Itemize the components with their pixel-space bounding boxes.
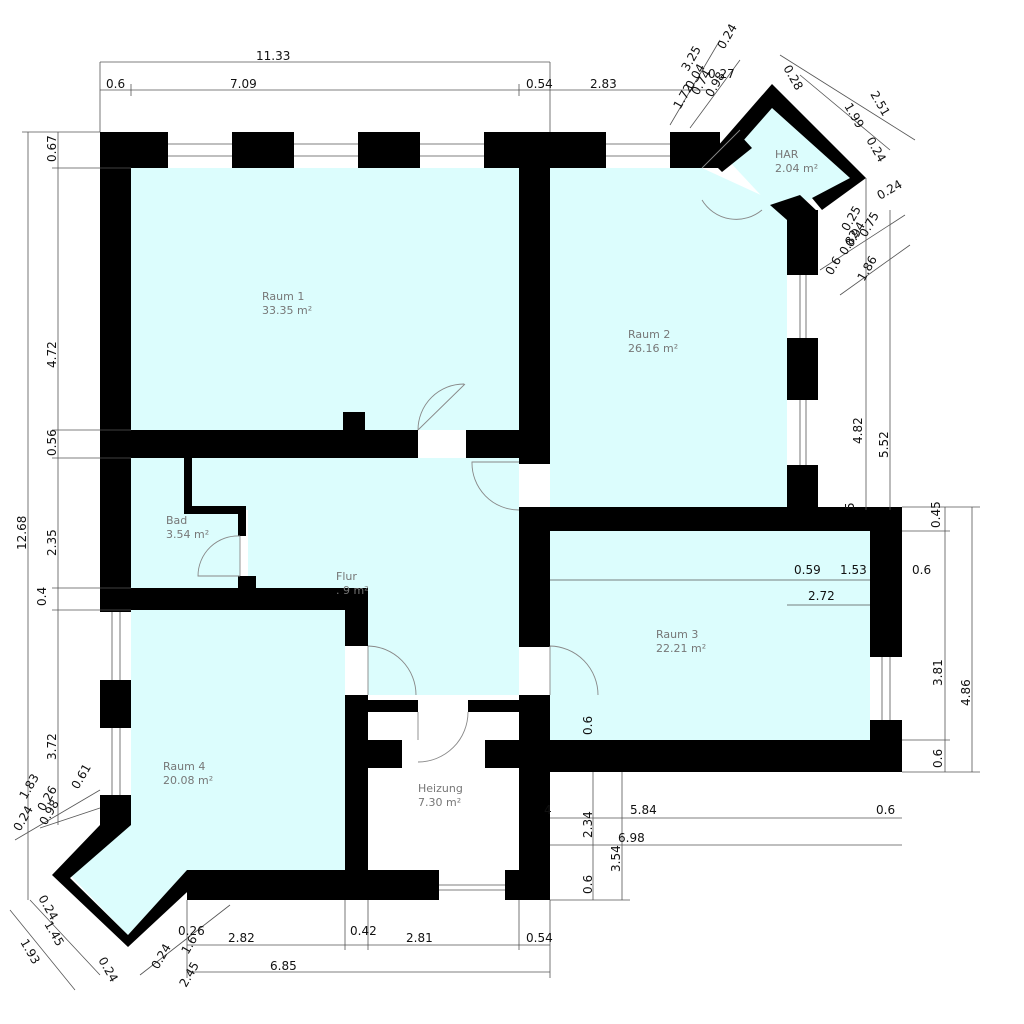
- windows: [111, 143, 891, 891]
- dim-right-c: 5: [843, 502, 857, 510]
- dim-left-b: 4.72: [45, 341, 59, 368]
- dim-bot-i: 6.85: [270, 959, 297, 973]
- raum4-floor: [70, 610, 345, 935]
- raum2-floor: [550, 168, 787, 507]
- dim-right-f: 3.81: [931, 659, 945, 686]
- dim-bot-f: 0.54: [526, 931, 553, 945]
- har-area: 2.04 m²: [775, 162, 818, 175]
- dim-top-c: 0.54: [526, 77, 553, 91]
- heizung-area: 7.30 m²: [418, 796, 461, 809]
- dim-mid-d: 6.98: [618, 831, 645, 845]
- dim-right-k: 2.72: [808, 589, 835, 603]
- bad-floor: [131, 458, 240, 588]
- heizung-floor: [368, 712, 519, 870]
- dim-bot-c: 2.82: [228, 931, 255, 945]
- raum4-area: 20.08 m²: [163, 774, 213, 787]
- dim-top-d: 2.83: [590, 77, 617, 91]
- dim-bot-a: 0.26: [178, 924, 205, 938]
- walls: [52, 84, 902, 947]
- dim-bot-h: 2.45: [176, 959, 201, 989]
- dim-right-j: 1.53: [840, 563, 867, 577]
- dim-top-b: 7.09: [230, 77, 257, 91]
- raum1-area: 33.35 m²: [262, 304, 312, 317]
- dim-bot-d: 0.42: [350, 924, 377, 938]
- dim-right-b: 5.52: [877, 431, 891, 458]
- raum1-floor: [131, 168, 519, 430]
- dim-mid-f: 3.54: [609, 845, 623, 872]
- dim-mid-h: 4: [544, 803, 552, 817]
- dim-mid-a: 0.6: [581, 716, 595, 735]
- raum3-floor: [550, 530, 870, 740]
- flur-area: . 9 m²: [336, 584, 369, 597]
- dim-bot-k: 1.45: [41, 919, 66, 949]
- bad-area: 3.54 m²: [166, 528, 209, 541]
- dim-bot-l: 1.93: [17, 937, 42, 967]
- dim-top-a: 0.6: [106, 77, 125, 91]
- dim-right-i: 0.59: [794, 563, 821, 577]
- dim-left-j: 0.24: [10, 803, 35, 833]
- heizung-name: Heizung: [418, 782, 463, 795]
- dim-top-g: 0.28: [780, 63, 805, 93]
- dim-bot-m: 0.24: [35, 893, 60, 923]
- dim-left-h: 0.61: [68, 761, 93, 791]
- dim-left-c: 0.56: [45, 429, 59, 456]
- raum2-area: 26.16 m²: [628, 342, 678, 355]
- dim-left-f: 3.72: [45, 733, 59, 760]
- raum3-area: 22.21 m²: [656, 642, 706, 655]
- raum2-name: Raum 2: [628, 328, 670, 341]
- dim-left-a: 0.67: [45, 135, 59, 162]
- dim-har-g: 0.6: [822, 254, 844, 278]
- raum1-name: Raum 1: [262, 290, 304, 303]
- dim-left-g: 1.83: [16, 771, 41, 801]
- bad-name: Bad: [166, 514, 187, 527]
- raum4-name: Raum 4: [163, 760, 205, 773]
- har-name: HAR: [775, 148, 799, 161]
- dim-har-j: 1.86: [854, 253, 879, 283]
- dim-right-d: 0.45: [929, 501, 943, 528]
- dim-har-b: 1.99: [841, 101, 866, 131]
- dim-top-h: 0.27: [708, 67, 735, 81]
- dim-bot-e: 2.81: [406, 931, 433, 945]
- har-floor: [728, 100, 855, 205]
- dim-mid-c: 0.6: [876, 803, 895, 817]
- raum3-name: Raum 3: [656, 628, 698, 641]
- dimension-lines: [9, 39, 980, 991]
- dim-right-e: 0.6: [912, 563, 931, 577]
- dim-right-a: 4.82: [851, 417, 865, 444]
- dim-mid-b: 5.84: [630, 803, 657, 817]
- dim-left-d: 2.35: [45, 529, 59, 556]
- dim-mid-e: 2.34: [581, 811, 595, 838]
- dim-har-d: 0.24: [875, 177, 905, 202]
- dim-har-a: 2.51: [867, 89, 892, 119]
- flur-floor: [190, 458, 519, 695]
- dim-right-h: 0.6: [931, 749, 945, 768]
- flur-name: Flur: [336, 570, 357, 583]
- dim-bot-j: 0.24: [95, 955, 120, 985]
- dim-mid-g: 0.6: [581, 875, 595, 894]
- doors: [197, 129, 763, 763]
- dim-left-e: 0.4: [35, 587, 49, 606]
- dim-left-total: 12.68: [15, 516, 29, 550]
- dim-bot-g: 0.24: [148, 941, 173, 971]
- dim-top-f: 0.24: [714, 21, 739, 51]
- dim-top-total: 11.33: [256, 49, 290, 63]
- dim-right-g: 4.86: [959, 679, 973, 706]
- dim-har-c: 0.24: [863, 135, 888, 165]
